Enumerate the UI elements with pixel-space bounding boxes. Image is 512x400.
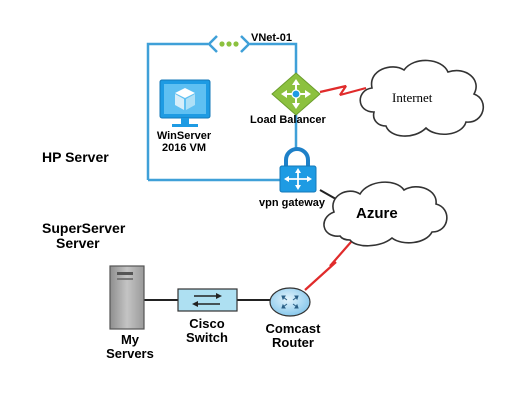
vpn-gateway-label: vpn gateway	[259, 197, 326, 209]
comcast-router-label-line2: Router	[272, 335, 314, 351]
router-icon	[269, 287, 311, 317]
vm-label-line2: 2016 VM	[161, 142, 207, 155]
cisco-switch-label: Cisco Switch	[177, 316, 237, 346]
superserver-label-line1: SuperServer	[42, 220, 126, 236]
load-balancer-icon	[271, 72, 321, 116]
server-tower-icon	[109, 265, 145, 330]
vm-label: WinServer 2016 VM	[147, 130, 221, 154]
lb-to-internet-red-link	[319, 84, 367, 97]
cisco-switch-label-line1: Cisco	[189, 316, 225, 331]
hp-server-label: HP Server	[42, 149, 109, 165]
my-servers-label-line1: My	[120, 332, 140, 347]
my-servers-label: My Servers	[100, 332, 160, 362]
virtual-machine-icon	[159, 79, 211, 127]
vnet-icon	[207, 35, 251, 53]
vm-label-line1: WinServer	[156, 130, 212, 142]
comcast-router-label-line1: Comcast	[265, 321, 321, 336]
router-to-azure-red-link	[304, 233, 359, 291]
vnet-label: VNet-01	[251, 32, 292, 44]
vnet-to-lb-link	[250, 44, 296, 80]
network-switch-icon	[177, 288, 238, 312]
azure-cloud-icon	[323, 181, 448, 247]
load-balancer-label: Load Balancer	[250, 114, 326, 126]
cisco-switch-label-line2: Switch	[186, 330, 228, 346]
vnet-boundary	[146, 42, 298, 182]
vpn-gateway-icon	[279, 147, 317, 193]
internet-cloud-icon	[359, 59, 485, 137]
azure-label: Azure	[356, 205, 398, 222]
superserver-label: SuperServer Server	[42, 220, 126, 252]
comcast-router-label: Comcast Router	[258, 321, 328, 351]
superserver-label-line2: Server	[56, 235, 100, 252]
my-servers-label-line2: Servers	[106, 346, 154, 362]
internet-label: Internet	[392, 90, 433, 105]
